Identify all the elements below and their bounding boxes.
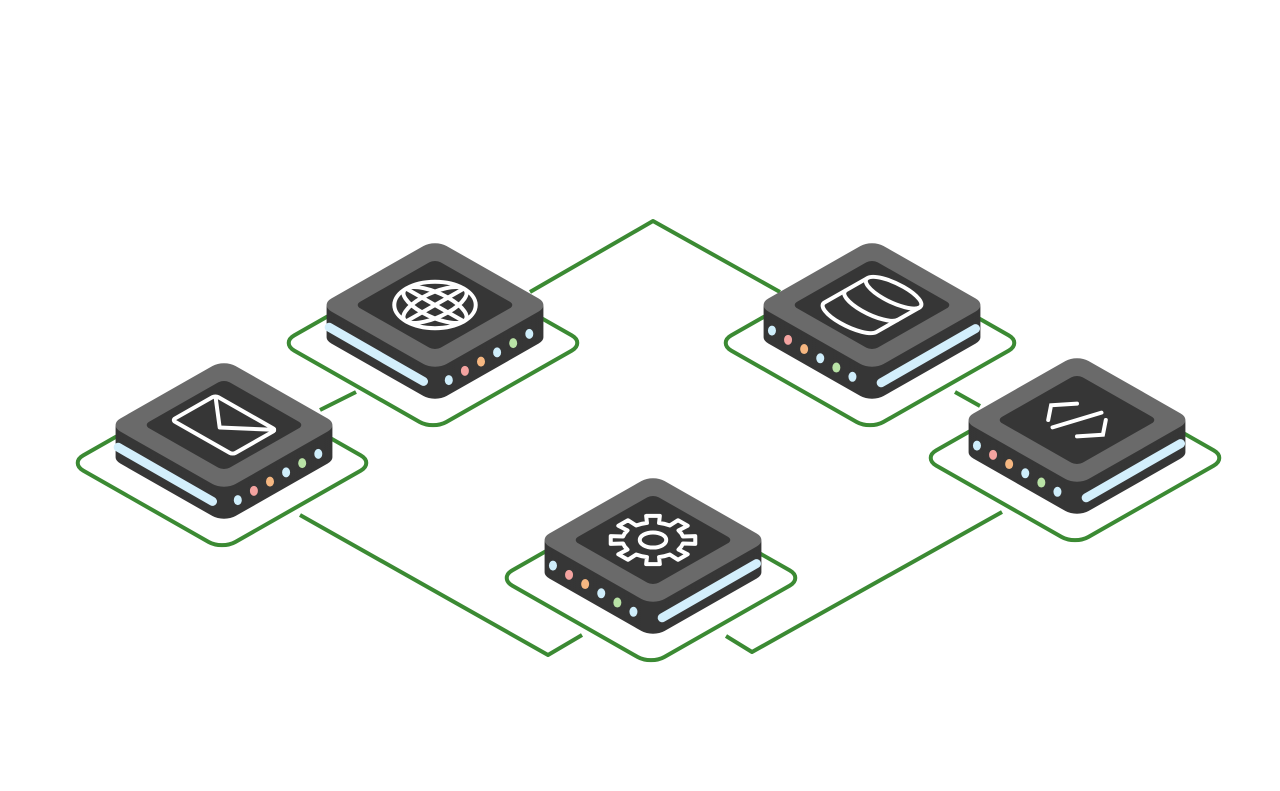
status-light-bar xyxy=(1081,439,1185,503)
status-led xyxy=(477,356,485,367)
web-server[interactable] xyxy=(320,239,550,402)
connection-line xyxy=(319,390,357,412)
mail-icon xyxy=(172,395,276,454)
status-led xyxy=(972,440,981,451)
gear-icon xyxy=(593,506,713,574)
status-led xyxy=(816,353,825,364)
connection-line xyxy=(529,219,781,294)
database-server[interactable] xyxy=(757,239,987,402)
status-led xyxy=(832,362,841,373)
server-top-inset xyxy=(794,261,950,349)
globe-icon xyxy=(377,272,492,338)
status-led xyxy=(460,365,469,376)
status-led xyxy=(1005,459,1014,470)
settings-server[interactable] xyxy=(538,474,768,637)
status-led xyxy=(800,344,809,355)
status-led xyxy=(1037,477,1046,488)
status-led xyxy=(525,328,534,339)
code-server[interactable] xyxy=(962,354,1192,517)
status-led xyxy=(848,371,857,382)
status-led xyxy=(565,569,574,580)
status-light-bar xyxy=(876,324,980,388)
status-led xyxy=(1053,486,1062,497)
status-light-bar xyxy=(113,442,217,506)
status-led xyxy=(613,597,622,608)
status-led xyxy=(597,588,606,599)
status-led xyxy=(266,476,274,487)
status-led xyxy=(767,325,776,336)
status-led xyxy=(249,485,258,496)
status-light-bar xyxy=(324,322,428,386)
status-led xyxy=(581,579,590,590)
server-top-inset xyxy=(575,496,731,584)
connection-line xyxy=(299,513,584,657)
status-led xyxy=(314,448,323,459)
status-light-bar xyxy=(657,559,761,623)
status-led xyxy=(282,467,291,478)
status-led xyxy=(989,449,998,460)
status-led xyxy=(629,606,638,617)
status-led xyxy=(444,375,453,386)
connection-lines xyxy=(299,219,1003,657)
status-led xyxy=(298,458,307,469)
database-icon xyxy=(814,272,929,338)
connection-line xyxy=(954,390,981,408)
status-led xyxy=(233,495,242,506)
code-icon xyxy=(1032,395,1121,446)
status-led xyxy=(784,334,793,345)
servers xyxy=(109,239,1192,637)
server-top-inset xyxy=(146,381,302,469)
status-led xyxy=(493,347,502,358)
mail-server[interactable] xyxy=(109,359,339,522)
status-led xyxy=(548,560,557,571)
status-led xyxy=(1021,468,1030,479)
connection-line xyxy=(724,510,1003,654)
status-led xyxy=(509,338,518,349)
